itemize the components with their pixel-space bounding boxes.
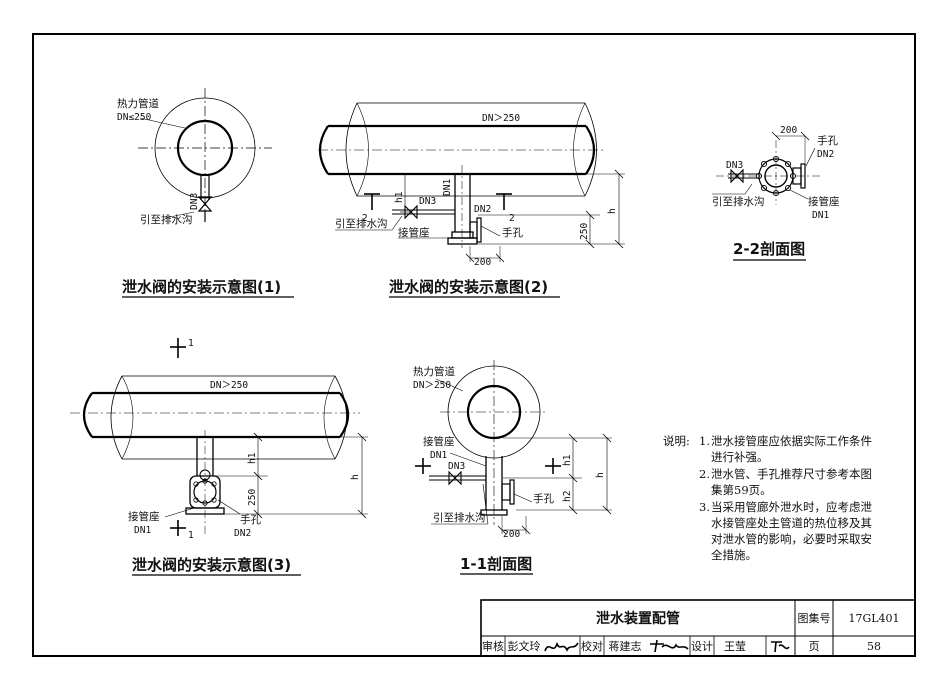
- fig2-drain-label: 引至排水沟: [335, 217, 388, 230]
- note-item-1: 1. 泄水接管座应依据实际工作条件进行补强。: [699, 433, 875, 465]
- sec22-caption: 2-2剖面图: [733, 240, 805, 258]
- sec11-insulation: [447, 365, 541, 459]
- atlas-number: 17GL401: [848, 612, 899, 625]
- sec11-seat-label: 接管座: [423, 435, 455, 448]
- figure-2: [318, 102, 625, 263]
- review-signature: [544, 641, 579, 652]
- figure-3: [70, 338, 368, 536]
- page-label: 页: [809, 640, 820, 653]
- fig1-drain-label: 引至排水沟: [140, 213, 193, 226]
- pipe-insulation: [154, 97, 256, 199]
- note-text: 泄水接管座应依据实际工作条件进行补强。: [711, 434, 872, 464]
- fig1-pipe-size: DN≤250: [117, 112, 152, 123]
- sheet-border: [32, 33, 916, 657]
- title-block: [480, 599, 916, 657]
- fig2-dim-200: 200: [474, 257, 491, 268]
- fig2-valve-size: DN3: [419, 196, 436, 207]
- design-name: 王莹: [724, 640, 746, 653]
- fig1-pipe-label: 热力管道: [117, 97, 159, 110]
- sec22-manhole-label: 手孔: [817, 134, 838, 147]
- note-text: 泄水管、手孔推荐尺寸参考本图集第59页。: [711, 467, 872, 497]
- note-item-3: 3. 当采用管廊外泄水时，应考虑泄水接管座处主管道的热位移及其对泄水管的影响，必…: [699, 499, 875, 563]
- fig3-dim-h1: h1: [247, 452, 258, 464]
- check-name: 蒋建志: [609, 639, 642, 653]
- fig3-pipe-size: DN＞250: [210, 380, 248, 391]
- fig1-caption: 泄水阀的安装示意图(1): [122, 278, 281, 296]
- sec22-seat-label: 接管座: [808, 195, 840, 208]
- atlas-label: 图集号: [798, 611, 831, 625]
- sec11-valve-icon: [448, 470, 462, 486]
- note-number: 1.: [699, 434, 710, 448]
- sec11-dim-h2: h2: [562, 491, 573, 502]
- fig3-manhole-label: 手孔: [240, 513, 261, 526]
- sec11-drain-label: 引至排水沟: [433, 511, 486, 524]
- fig3-seat-label: 接管座: [128, 510, 160, 523]
- fig2-manhole-size: DN2: [474, 204, 491, 215]
- sec22-dim-200: 200: [780, 125, 797, 136]
- sec22-drain-label: 引至排水沟: [712, 195, 765, 208]
- fig2-branch-size: DN1: [442, 179, 453, 196]
- notes-heading: 说明:: [663, 434, 690, 448]
- fig2-seat-label: 接管座: [398, 226, 430, 239]
- fig2-dim-250: 250: [579, 223, 590, 240]
- fig2-manhole-label: 手孔: [502, 226, 523, 239]
- fig1-valve-size: DN3: [189, 193, 200, 210]
- fig2-dim-h1: h1: [394, 191, 405, 203]
- note-number: 2.: [699, 467, 710, 481]
- sec22-manhole-size: DN2: [817, 149, 834, 160]
- sec11-dim-h1: h1: [562, 454, 573, 466]
- note-item-2: 2. 泄水管、手孔推荐尺寸参考本图集第59页。: [699, 466, 875, 498]
- section-2-2: [712, 131, 820, 205]
- fig3-section-mark-bottom: 1: [188, 530, 194, 541]
- fig2-pipe-size: DN＞250: [482, 113, 520, 124]
- note-number: 3.: [699, 500, 710, 514]
- fig2-section-left: 2: [362, 213, 368, 224]
- fig3-section-mark-top: 1: [188, 338, 194, 349]
- pipe-section: [176, 119, 234, 177]
- fig3-dim-h: h: [350, 474, 361, 480]
- fig2-caption: 泄水阀的安装示意图(2): [389, 278, 548, 296]
- fig3-seat-size: DN1: [134, 525, 151, 536]
- sec11-dim-200: 200: [503, 529, 520, 540]
- review-label: 审核: [482, 639, 504, 653]
- sec11-dim-h: h: [595, 472, 606, 478]
- page-number: 58: [867, 640, 881, 653]
- design-label: 设计: [691, 640, 713, 653]
- sec11-pipe-label: 热力管道: [413, 365, 455, 378]
- sec22-valve-size: DN3: [726, 160, 743, 171]
- sec11-manhole-label: 手孔: [533, 492, 554, 505]
- sec11-pipe: [466, 384, 522, 440]
- figure-1: [138, 88, 272, 222]
- design-signature: [771, 641, 790, 653]
- fig3-caption: 泄水阀的安装示意图(3): [132, 556, 291, 574]
- drain-valve-icon: [197, 196, 213, 212]
- sec22-valve-icon: [730, 168, 744, 184]
- note-text: 当采用管廊外泄水时，应考虑泄水接管座处主管道的热位移及其对泄水管的影响，必要时采…: [711, 500, 872, 562]
- check-label: 校对: [581, 639, 603, 653]
- section-1-1: [415, 360, 612, 535]
- sec11-caption: 1-1剖面图: [460, 555, 532, 573]
- fig2-dim-h: h: [607, 208, 618, 214]
- title-block-title: 泄水装置配管: [596, 610, 680, 627]
- sec11-seat-size: DN1: [430, 450, 447, 461]
- check-signature: [650, 639, 689, 653]
- review-name: 彭文玲: [508, 639, 541, 653]
- sec11-pipe-size: DN＞250: [413, 380, 451, 391]
- fig3-dim-250: 250: [247, 489, 258, 506]
- fig3-manhole-size: DN2: [234, 528, 251, 539]
- sec22-seat-size: DN1: [812, 210, 829, 221]
- fig2-section-right: 2: [509, 213, 515, 224]
- sec11-valve-size: DN3: [448, 461, 465, 472]
